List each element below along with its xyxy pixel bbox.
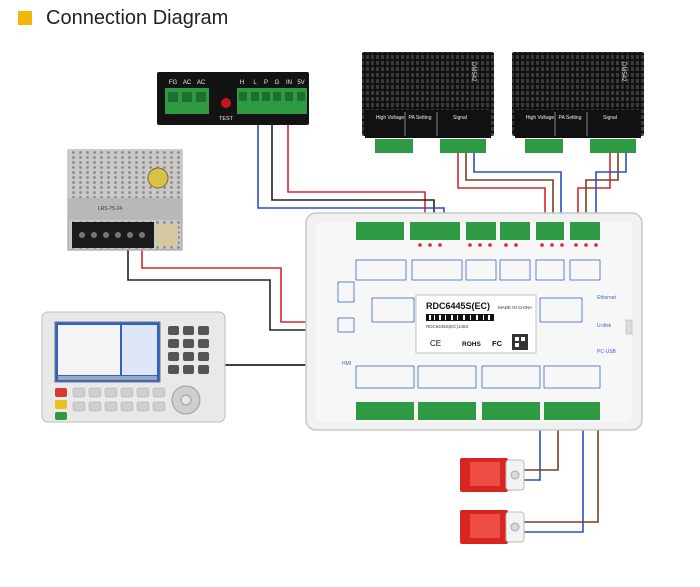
controller-serial: RDC6445S(EC)1453 <box>426 324 469 329</box>
strip-label-fg: FG <box>169 80 178 86</box>
stepper-driver-1: DM542 High Voltage PA Setting Signal <box>362 52 494 153</box>
strip-label-in: IN <box>286 80 292 86</box>
strip-label-l: L <box>253 80 257 86</box>
wire-red-driver1 <box>457 150 546 230</box>
wire-red-driver2 <box>577 150 611 230</box>
hmi-number-keys <box>168 326 209 374</box>
strip-label-5v: 5V <box>297 80 304 86</box>
strip-label-ac1: AC <box>183 80 192 86</box>
controller-top-terminals <box>356 222 600 240</box>
hmi-yellow-key <box>55 400 67 409</box>
header: Connection Diagram <box>18 6 228 30</box>
driver1-label-pa-setting: PA Setting <box>409 115 432 121</box>
test-label: TEST <box>219 116 234 122</box>
wire-blue-switch1 <box>518 418 541 481</box>
strip-label-p: P <box>264 80 268 86</box>
driver1-label-high-voltage: High Voltage <box>376 115 405 121</box>
driver2-label-high-voltage: High Voltage <box>526 115 555 121</box>
power-terminal-strip: FG AC AC TEST H L P G IN 5V <box>157 72 309 125</box>
strip-label-h: H <box>240 80 244 86</box>
psu-label: LRS-75-24 <box>98 206 122 212</box>
controller-mark-fc: FC <box>492 339 503 348</box>
wire-brown-switch1 <box>518 418 559 471</box>
hmi-control-panel <box>41 311 226 423</box>
limit-switch-1 <box>460 458 525 492</box>
driver1-label-signal: Signal <box>453 115 467 121</box>
wire-brown-driver2 <box>585 150 619 230</box>
psu-fan-icon <box>147 167 169 189</box>
driver2-model: DM542 <box>620 62 626 82</box>
wire-brown-driver1 <box>465 150 554 230</box>
wire-red-strip-to-controller <box>287 112 426 230</box>
controller-mark-rohs: ROHS <box>462 341 481 348</box>
strip-label-g: G <box>275 80 280 86</box>
controller-mark-ce: CE <box>430 339 441 348</box>
controller-model: RDC6445S(EC) <box>426 301 490 311</box>
rdc-controller: RDC6445S(EC) MADE IN CHINA RDC6445S(EC)1… <box>305 212 643 431</box>
page-title: Connection Diagram <box>46 6 229 29</box>
strip-label-ac2: AC <box>197 80 206 86</box>
driver2-label-pa-setting: PA Setting <box>559 115 582 121</box>
controller-label-ethernet: Ethernet <box>597 295 617 301</box>
controller-made-in: MADE IN CHINA <box>498 305 532 310</box>
test-button <box>221 98 231 108</box>
controller-label-hmi: HMI <box>342 361 351 367</box>
controller-label-pcusb: PC-USB <box>597 349 617 355</box>
stepper-driver-2: DM542 High Voltage PA Setting Signal <box>512 52 644 153</box>
driver2-label-signal: Signal <box>603 115 617 121</box>
power-supply-unit: LRS-75-24 <box>67 149 183 251</box>
wire-brown-switch2 <box>518 418 599 523</box>
controller-label-udisk: U-disk <box>597 323 612 329</box>
driver1-model: DM542 <box>470 62 476 82</box>
hmi-red-key <box>55 388 67 397</box>
wire-black-psu-to-controller <box>127 250 343 331</box>
hmi-function-keys <box>72 387 166 412</box>
wire-blue-switch2 <box>518 418 584 533</box>
title-marker-square <box>18 11 32 25</box>
controller-qr-code <box>512 334 528 350</box>
wire-blue-driver1 <box>473 150 562 230</box>
wire-red-psu-to-controller <box>141 250 343 323</box>
controller-bottom-terminals <box>356 402 600 420</box>
hmi-green-key <box>55 412 67 420</box>
wire-blue-driver2 <box>595 150 627 230</box>
limit-switch-2 <box>460 510 525 544</box>
